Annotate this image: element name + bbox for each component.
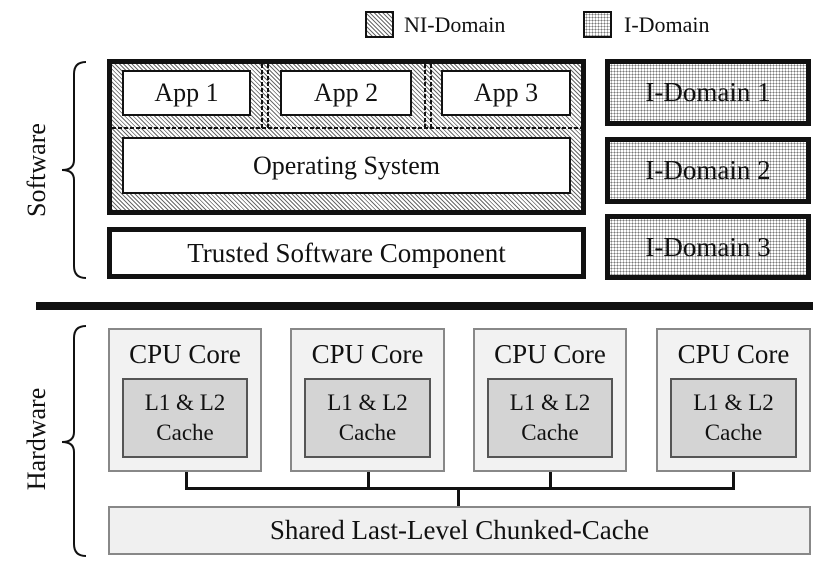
core-4-bus-stub — [732, 472, 735, 489]
i-domain-2-box: I-Domain 2 — [605, 137, 811, 204]
llc-bus-stub — [457, 487, 460, 507]
cpu-core-2-cache-line1: L1 & L2 — [327, 390, 408, 415]
cpu-core-2-cache: L1 & L2 Cache — [304, 378, 431, 458]
cpu-core-3-cache-line2: Cache — [521, 420, 579, 445]
core-1-bus-stub — [185, 472, 188, 489]
horizontal-bus — [185, 487, 735, 490]
app-2-box: App 2 — [280, 70, 412, 116]
cpu-core-3: CPU Core L1 & L2 Cache — [473, 328, 627, 472]
cpu-core-4-cache-line2: Cache — [704, 420, 763, 445]
cpu-core-3-title: CPU Core — [494, 338, 606, 369]
i-domain-3-box: I-Domain 3 — [605, 214, 811, 280]
app-1-box: App 1 — [122, 70, 251, 116]
ni-domain-legend-swatch — [365, 11, 394, 38]
i-domain-1-box: I-Domain 1 — [605, 59, 811, 126]
i-domain-legend-label: I-Domain — [624, 11, 710, 37]
cpu-core-1-cache-line2: Cache — [156, 420, 214, 445]
cpu-core-1: CPU Core L1 & L2 Cache — [108, 328, 262, 472]
ni-domain-legend-label: NI-Domain — [404, 11, 506, 37]
cpu-core-4: CPU Core L1 & L2 Cache — [656, 328, 811, 472]
software-brace — [61, 61, 87, 279]
cpu-core-2-cache-line2: Cache — [338, 420, 397, 445]
cpu-core-4-title: CPU Core — [677, 338, 790, 369]
cpu-core-4-cache-line1: L1 & L2 — [693, 390, 774, 415]
cpu-core-3-cache: L1 & L2 Cache — [487, 378, 613, 458]
cpu-core-2-title: CPU Core — [311, 338, 424, 369]
cpu-core-2: CPU Core L1 & L2 Cache — [290, 328, 445, 472]
software-hardware-divider — [36, 302, 813, 310]
core-3-bus-stub — [549, 472, 552, 489]
operating-system-box: Operating System — [122, 137, 571, 194]
trusted-software-component: Trusted Software Component — [107, 227, 586, 279]
core-2-bus-stub — [367, 472, 370, 489]
cpu-core-1-cache: L1 & L2 Cache — [122, 378, 248, 458]
i-domain-legend-swatch — [583, 11, 612, 38]
cpu-core-3-cache-line1: L1 & L2 — [509, 390, 591, 415]
cpu-core-4-cache: L1 & L2 Cache — [670, 378, 797, 458]
app-3-box: App 3 — [441, 70, 571, 116]
hardware-brace — [61, 325, 87, 557]
cpu-core-1-title: CPU Core — [129, 338, 241, 369]
shared-llc: Shared Last-Level Chunked-Cache — [108, 506, 811, 555]
cpu-core-1-cache-line1: L1 & L2 — [144, 390, 226, 415]
